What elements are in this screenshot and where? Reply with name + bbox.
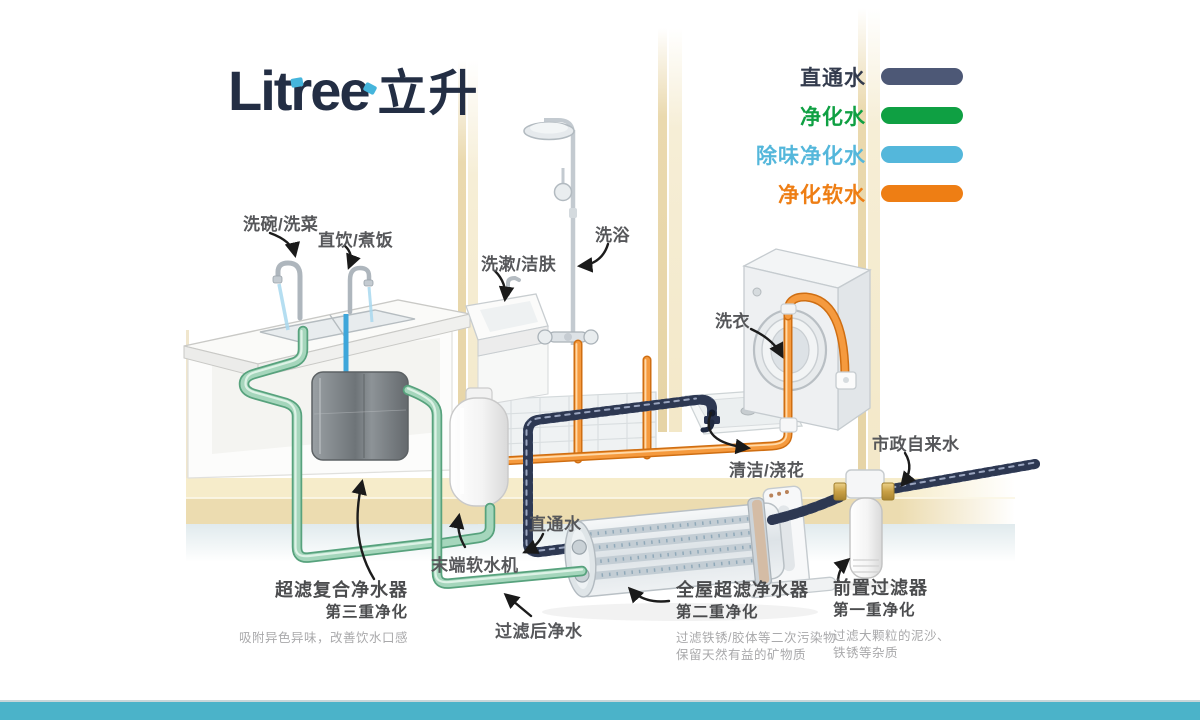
arrow-bathing [576, 242, 610, 273]
arrow-laundry [749, 327, 784, 359]
arrow-straight-water [522, 532, 545, 554]
label-drinking: 直饮/煮饭 [318, 231, 394, 250]
footer-stripe [0, 700, 1200, 720]
filter-membranes [586, 514, 761, 580]
product-name: 前置过滤器 [833, 578, 928, 598]
arrow-drinking [343, 244, 361, 270]
product-block-stage1: 前置过滤器 第一重净化 过滤大颗粒的泥沙、 铁锈等杂质 [833, 578, 950, 662]
product-stage: 第三重净化 [325, 604, 408, 621]
product-name: 全屋超滤净水器 [676, 580, 809, 600]
product-stage: 第一重净化 [833, 602, 916, 619]
product-desc: 过滤铁锈/胶体等二次污染物 保留天然有益的矿物质 [676, 631, 836, 662]
legend-label: 净化水 [800, 105, 866, 129]
legend-label: 净化软水 [778, 183, 866, 207]
water-stream [277, 283, 290, 331]
pipes-purified-water [238, 325, 588, 589]
label-face-washing: 洗漱/洁肤 [481, 255, 557, 274]
shower-fixture [523, 118, 599, 345]
arrow-cleaning [707, 411, 752, 455]
label-municipal: 市政自来水 [872, 435, 960, 454]
water-type-legend: 直通水 净化水 除味净化水 净化软水 [620, 57, 963, 213]
product-block-stage2: 全屋超滤净水器 第二重净化 过滤铁锈/胶体等二次污染物 保留天然有益的矿物质 [676, 580, 836, 664]
legend-swatch [881, 107, 963, 124]
legend-label: 直通水 [800, 66, 866, 90]
brand-logo-latin: Litree [228, 59, 370, 122]
arrow-stage2 [627, 586, 671, 604]
product-desc: 过滤大颗粒的泥沙、 铁锈等杂质 [833, 629, 951, 660]
legend-swatch [881, 146, 963, 163]
arrow-softener [449, 512, 467, 549]
label-straight-water: 直通水 [529, 515, 582, 534]
product-block-stage3: 超滤复合净水器 第三重净化 吸附异色异味，改善饮水口感 [222, 580, 408, 647]
faucet-dish-washing [272, 260, 303, 331]
arrow-municipal [900, 451, 916, 488]
legend-swatch [881, 68, 963, 85]
product-desc: 吸附异色异味，改善饮水口感 [238, 631, 408, 645]
label-filtered-water: 过滤后净水 [495, 622, 583, 641]
room-walls [186, 8, 880, 525]
undersink-purifier-unit [311, 371, 409, 461]
legend-label: 除味净化水 [756, 144, 866, 168]
arrow-dish-washing [268, 231, 301, 259]
water-stream [367, 286, 374, 323]
label-laundry: 洗衣 [715, 312, 750, 331]
arrow-face-washing [493, 269, 515, 303]
basin-faucet [506, 275, 521, 296]
arrow-stage1 [833, 557, 851, 584]
legend-item-straight-water: 直通水 [620, 57, 963, 96]
washing-machine [742, 248, 872, 432]
legend-item-deodorized-purified-water: 除味净化水 [620, 135, 963, 174]
brand-logo-cjk: 立升 [377, 67, 480, 121]
legend-swatch [881, 185, 963, 202]
product-name: 超滤复合净水器 [275, 580, 408, 600]
laundry-hookup [779, 292, 857, 433]
label-cleaning: 清洁/浇花 [729, 461, 805, 480]
arrow-filtered-water [503, 592, 533, 618]
label-bathing: 洗浴 [595, 226, 630, 245]
label-softener: 末端软水机 [431, 556, 519, 575]
legend-item-purified-soft-water: 净化软水 [620, 174, 963, 213]
label-dish-washing: 洗碗/洗菜 [243, 215, 319, 234]
annotation-arrows [268, 231, 916, 618]
washbasin [465, 275, 549, 407]
legend-item-purified-water: 净化水 [620, 96, 963, 135]
product-stage: 第二重净化 [676, 604, 759, 621]
arrow-stage3 [351, 478, 376, 581]
hand-shower [553, 182, 573, 202]
terminal-softener-unit [449, 387, 509, 507]
pre-filter-unit [833, 469, 895, 579]
